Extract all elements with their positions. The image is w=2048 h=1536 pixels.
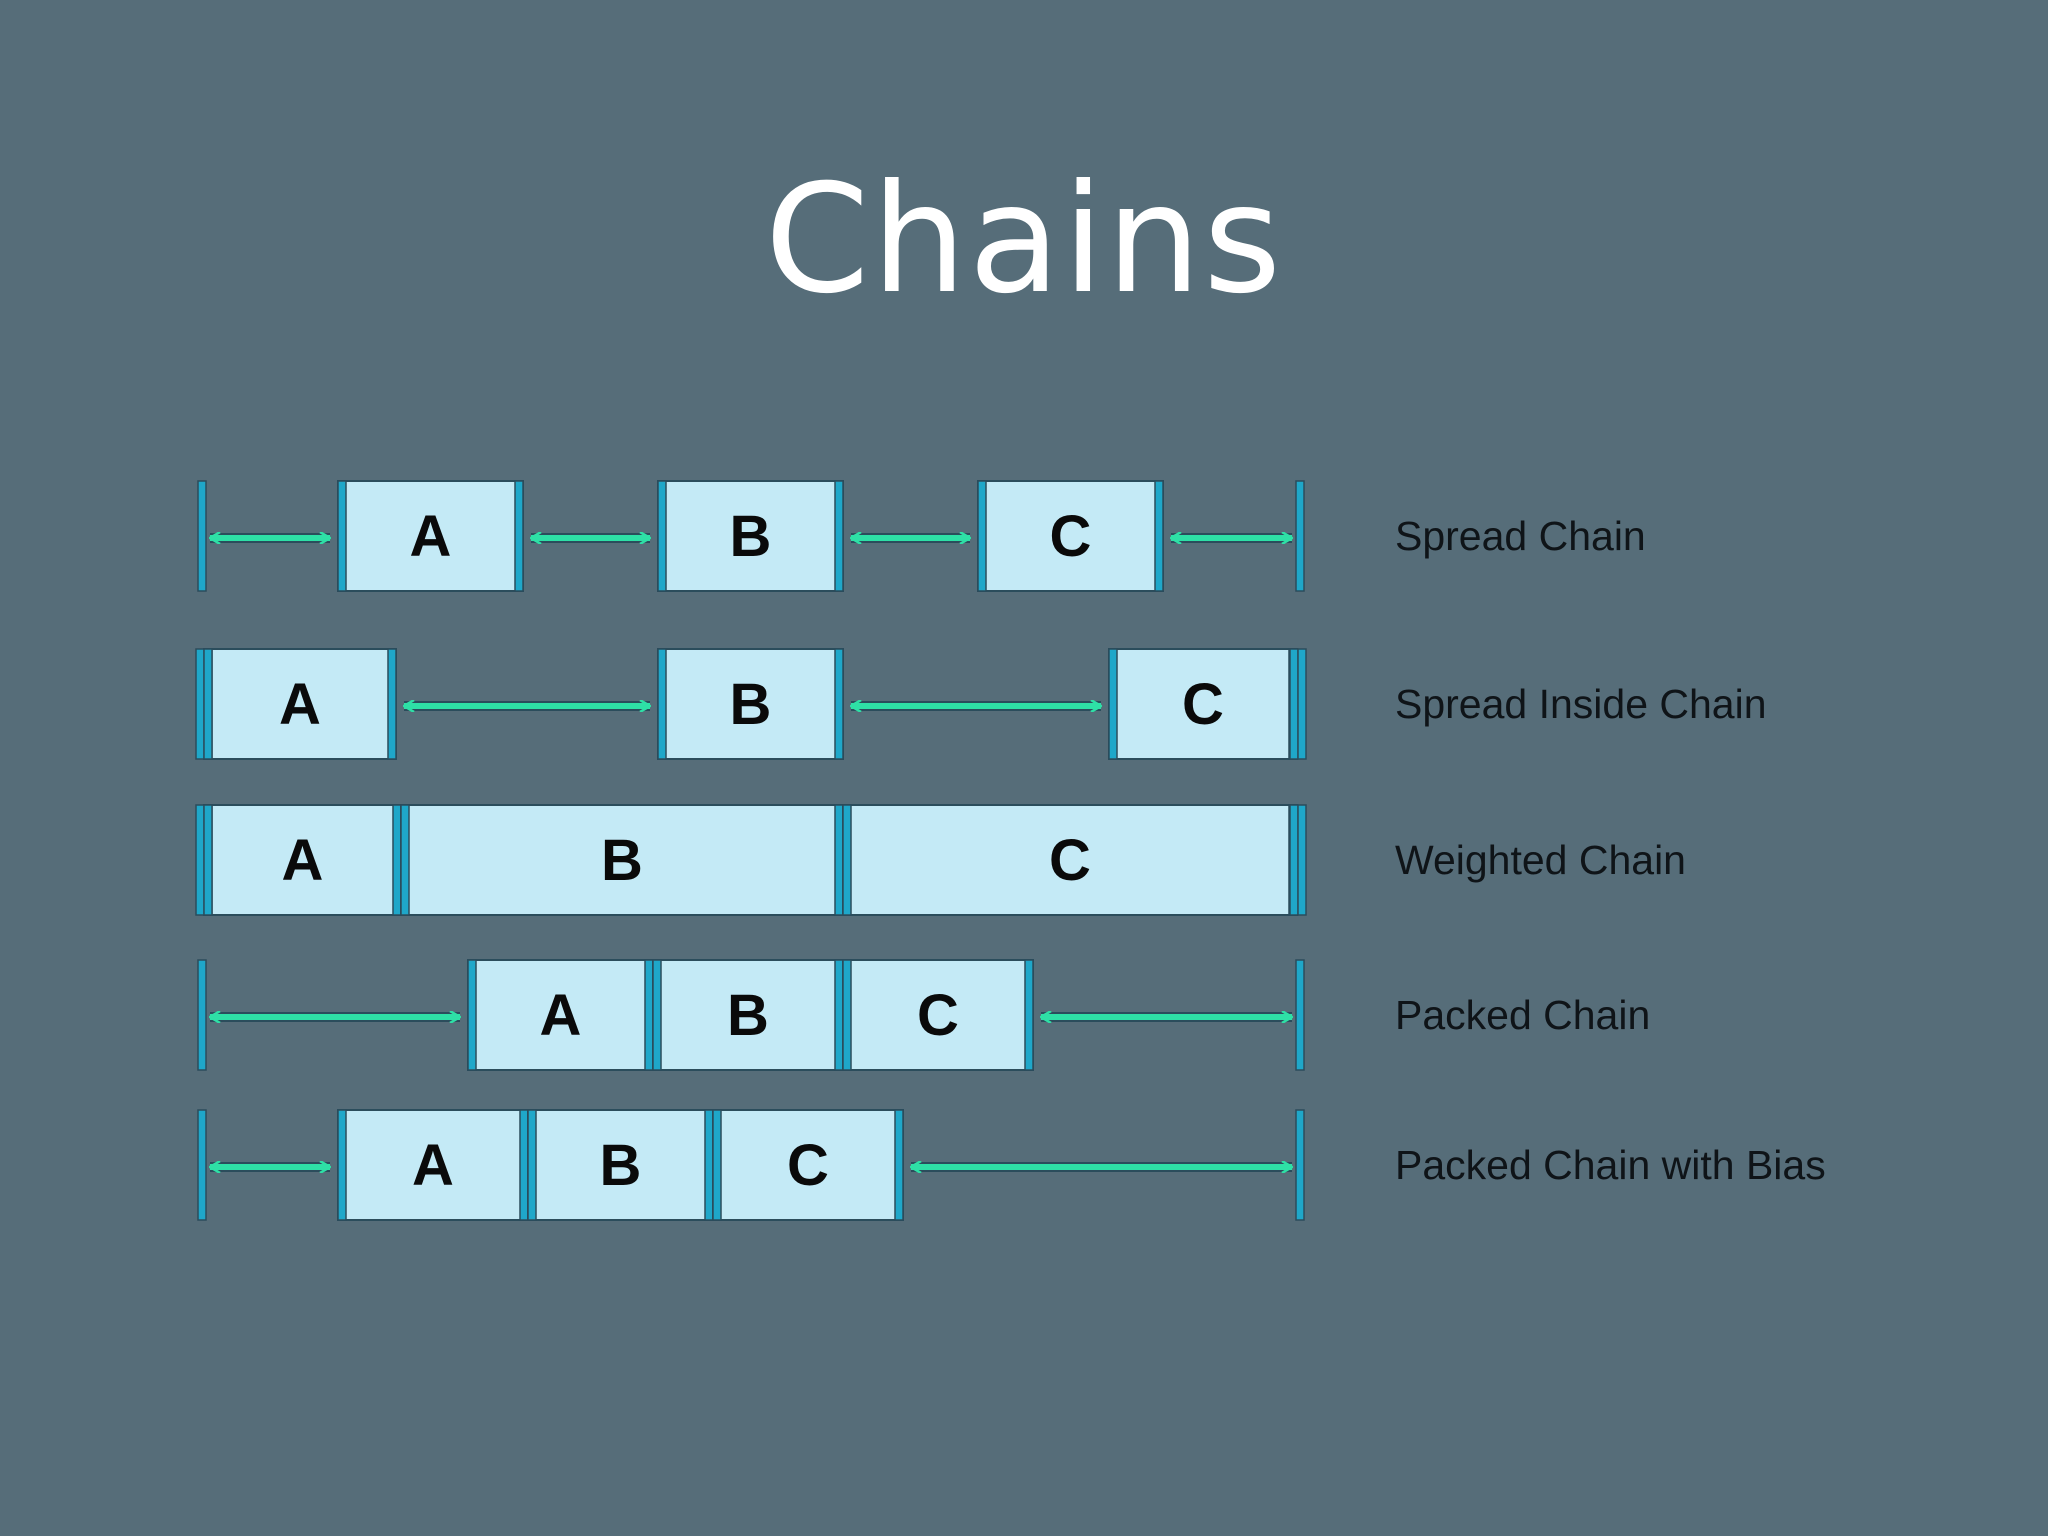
widget-box xyxy=(400,804,844,916)
chain-type-label: Packed Chain with Bias xyxy=(1395,1142,1826,1188)
box-anchor xyxy=(977,480,987,592)
chain-edge-right xyxy=(1297,648,1307,760)
chain-edge-left xyxy=(197,1109,207,1221)
widget-box xyxy=(842,804,1298,916)
box-anchor xyxy=(842,804,852,916)
box-anchor xyxy=(842,959,852,1071)
box-anchor xyxy=(1108,648,1118,760)
chain-row-1: A B C Spread Chain xyxy=(197,480,1646,592)
box-anchor xyxy=(834,480,844,592)
chain-edge-right xyxy=(1289,804,1299,916)
box-label: C xyxy=(917,983,959,1048)
box-anchor xyxy=(1154,480,1164,592)
chain-edge-right xyxy=(1295,480,1305,592)
box-label: B xyxy=(600,1133,642,1198)
chain-edge-left xyxy=(197,959,207,1071)
widget-box xyxy=(527,1109,714,1221)
box-label: C xyxy=(1049,828,1091,893)
box-anchor xyxy=(657,480,667,592)
chain-row-3: A B C Weighted Chain xyxy=(195,804,1686,916)
box-label: C xyxy=(1050,504,1092,569)
chain-edge-left xyxy=(197,480,207,592)
box-anchor xyxy=(387,648,397,760)
box-anchor xyxy=(834,804,844,916)
box-label: B xyxy=(727,983,769,1048)
box-label: B xyxy=(730,504,772,569)
box-label: A xyxy=(540,983,582,1048)
widget-box xyxy=(203,648,397,760)
box-anchor xyxy=(1024,959,1034,1071)
box-anchor xyxy=(527,1109,537,1221)
chain-type-label: Spread Inside Chain xyxy=(1395,681,1767,727)
chain-row-4: A B C Packed Chain xyxy=(197,959,1650,1071)
box-anchor xyxy=(337,480,347,592)
box-anchor xyxy=(652,959,662,1071)
chain-row-2: A B C Spread Inside Chain xyxy=(195,648,1767,760)
box-label: A xyxy=(410,504,452,569)
box-anchor xyxy=(337,1109,347,1221)
box-label: B xyxy=(601,828,643,893)
widget-box xyxy=(337,480,524,592)
box-anchor xyxy=(704,1109,714,1221)
widget-box xyxy=(203,804,402,916)
widget-box xyxy=(712,1109,904,1221)
chain-edge-left xyxy=(203,648,213,760)
chain-edge-left xyxy=(195,648,205,760)
box-anchor xyxy=(834,648,844,760)
box-anchor xyxy=(712,1109,722,1221)
box-label: C xyxy=(1182,672,1224,737)
box-label: B xyxy=(730,672,772,737)
widget-box xyxy=(337,1109,529,1221)
chain-type-label: Spread Chain xyxy=(1395,513,1646,559)
chain-edge-right xyxy=(1297,804,1307,916)
widget-box xyxy=(977,480,1164,592)
box-anchor xyxy=(392,804,402,916)
box-anchor xyxy=(644,959,654,1071)
widget-box xyxy=(657,480,844,592)
box-anchor xyxy=(519,1109,529,1221)
box-label: A xyxy=(282,828,324,893)
chain-edge-left xyxy=(195,804,205,916)
box-anchor xyxy=(894,1109,904,1221)
box-label: A xyxy=(279,672,321,737)
slide-title: Chains xyxy=(764,153,1284,327)
box-anchor xyxy=(657,648,667,760)
chain-edge-right xyxy=(1295,1109,1305,1221)
chain-edge-right xyxy=(1289,648,1299,760)
box-label: C xyxy=(787,1133,829,1198)
box-anchor xyxy=(467,959,477,1071)
box-anchor xyxy=(400,804,410,916)
box-anchor xyxy=(514,480,524,592)
chain-row-5: A B C Packed Chain with Bias xyxy=(197,1109,1826,1221)
chain-edge-right xyxy=(1295,959,1305,1071)
chain-edge-left xyxy=(203,804,213,916)
box-label: A xyxy=(412,1133,454,1198)
chain-type-label: Weighted Chain xyxy=(1395,837,1686,883)
box-anchor xyxy=(834,959,844,1071)
chain-type-label: Packed Chain xyxy=(1395,992,1650,1038)
